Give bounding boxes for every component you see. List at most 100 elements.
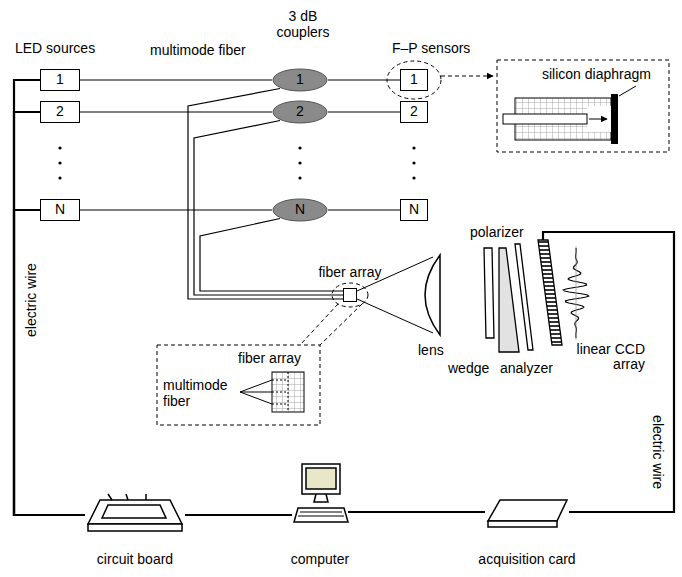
led-number: 2 (56, 104, 64, 119)
fiber-link (328, 79, 400, 80)
leader-line (619, 86, 636, 96)
circuit-board-icon (88, 494, 182, 531)
part-label: polarizer (470, 224, 524, 240)
coupler-number: 2 (296, 104, 304, 119)
drawing-part (88, 500, 182, 524)
coupler-shape (273, 69, 327, 91)
part-label: multimode fiber (150, 42, 246, 58)
part-label: lens (418, 342, 444, 358)
signal-axis (576, 246, 577, 340)
fiber-link (200, 219, 343, 292)
part-label: fiber array (318, 265, 381, 280)
coupler-ellipse: 1 (272, 68, 328, 92)
sensor-number: 2 (408, 104, 420, 119)
part-label: silicon diaphragm (542, 66, 651, 82)
acquisition-card-icon (488, 500, 567, 527)
electric-wire (543, 232, 674, 512)
holder-channels (272, 372, 288, 412)
drawing-part (58, 176, 61, 179)
fiber-fan (240, 380, 272, 404)
wire-label: electric wire (23, 263, 39, 337)
drawing-part (294, 508, 348, 522)
wire-label: electric wire (650, 415, 666, 489)
fiber-link (80, 79, 272, 80)
fiber-array-box: fiber array (343, 288, 357, 302)
circuit-board-node: circuit board (85, 496, 185, 534)
drawing-part (306, 468, 336, 489)
fp-sensor-box: N (400, 199, 428, 221)
coupler-number: 1 (296, 72, 304, 87)
sensor-number: 1 (408, 72, 420, 87)
part-label: wedge (448, 360, 489, 376)
drawing-part (412, 161, 415, 164)
led-source-box: 1 (40, 69, 80, 91)
electric-wire (348, 511, 485, 513)
fiber-link (80, 111, 272, 112)
coupler-ellipse: 2 (272, 100, 328, 124)
fp-sensor-box: 1 (400, 69, 428, 91)
wedge (499, 248, 519, 352)
sensor-number: N (407, 202, 421, 217)
coupler-shape (273, 199, 327, 221)
electric-wire (14, 80, 85, 515)
drawing-part (298, 161, 301, 164)
drawing-part (302, 464, 340, 494)
led-source-box: 2 (40, 101, 80, 123)
part-label: LED sources (15, 40, 95, 56)
part-label: circuit board (97, 552, 173, 567)
fiber-link (328, 111, 400, 112)
drawing-part (102, 494, 166, 518)
part-label: F–P sensors (392, 40, 470, 56)
part-label: computer (291, 552, 349, 567)
drawing-part (412, 146, 415, 149)
acquisition-card-node: acquisition card (485, 495, 569, 529)
drawing-part (488, 500, 567, 521)
part-label: linear CCD array (565, 342, 645, 373)
coupler-shape (273, 101, 327, 123)
computer-node: computer (292, 462, 348, 532)
part-label: multimode fiber (163, 377, 237, 409)
part-label: analyzer (500, 360, 553, 376)
coupler-number: N (295, 202, 305, 217)
sensor-fiber (503, 114, 587, 124)
drawing-part (58, 161, 61, 164)
computer-icon (294, 464, 348, 522)
part-label: fiber array (238, 350, 301, 366)
fiber-link (328, 209, 400, 210)
coupler-ellipse: N (272, 198, 328, 222)
sensor-cavity (587, 106, 611, 132)
fiber-link (80, 209, 272, 210)
electric-wire (14, 210, 85, 515)
zoom-pointer (441, 76, 493, 77)
zoom-pointer (300, 304, 362, 345)
electric-wire (185, 514, 292, 516)
drawing-part (298, 176, 301, 179)
drawing-part (412, 176, 415, 179)
part-label: 3 dB couplers (272, 8, 334, 40)
led-source-box: N (40, 199, 80, 221)
array-holder (272, 372, 304, 412)
electric-wire (14, 112, 85, 515)
led-number: N (55, 202, 65, 217)
silicon-diaphragm (611, 94, 618, 144)
drawing-part (314, 494, 328, 502)
lens (425, 255, 440, 335)
drawing-part (88, 524, 182, 531)
led-number: 1 (56, 72, 64, 87)
light-arrow (589, 119, 607, 120)
analyzer (515, 244, 533, 350)
ccd-array-node: linear CCD array (536, 240, 564, 345)
inset-frame (157, 345, 320, 425)
drawing-part (488, 521, 557, 527)
drawing-part (58, 146, 61, 149)
polarizer (484, 248, 494, 338)
continuation-dots (58, 146, 415, 179)
drawing-part (298, 146, 301, 149)
ccd-array (538, 240, 562, 345)
drawing-part (298, 512, 344, 516)
